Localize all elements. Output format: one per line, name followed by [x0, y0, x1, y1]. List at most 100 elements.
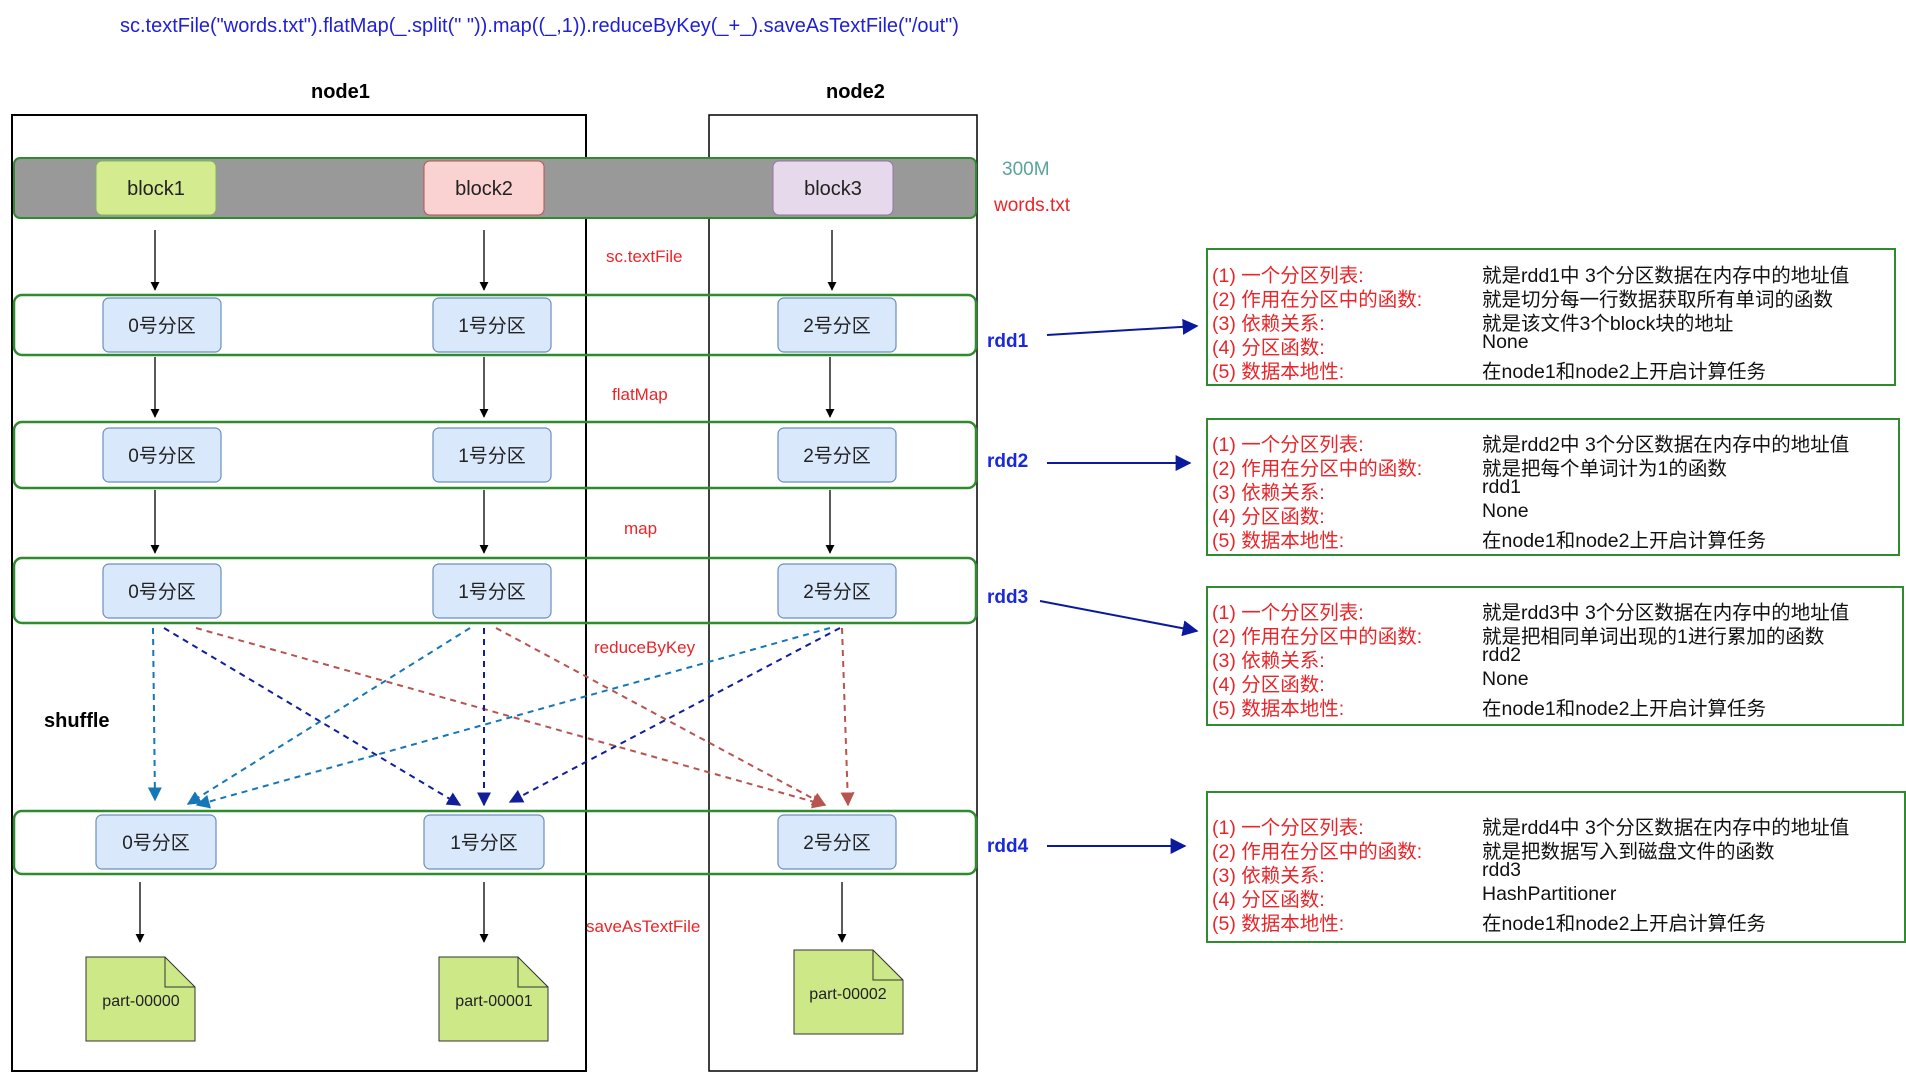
- output-file-2-label: part-00002: [809, 986, 886, 1003]
- info-value: None: [1482, 668, 1529, 690]
- rdd1-partition-2: [777, 297, 897, 353]
- info-key: (3) 依赖关系:: [1212, 650, 1325, 672]
- info-value: 就是把相同单词出现的1进行累加的函数: [1482, 626, 1825, 648]
- block2-label: block2: [455, 178, 513, 200]
- block3-label: block3: [804, 178, 862, 200]
- output-file-0: [85, 956, 196, 1042]
- rdd2-band: [12, 420, 978, 490]
- node1-title: node1: [311, 81, 370, 103]
- info-key: (1) 一个分区列表:: [1212, 434, 1364, 456]
- info-value: 在node1和node2上开启计算任务: [1482, 530, 1766, 552]
- info-key: (5) 数据本地性:: [1212, 530, 1345, 552]
- op-reducebykey: reduceByKey: [594, 638, 696, 657]
- rdd3-info-box: (1) 一个分区列表: 就是rdd3中 3个分区数据在内存中的地址值 (2) 作用…: [1206, 586, 1904, 726]
- info-key: (4) 分区函数:: [1212, 337, 1325, 359]
- shuffle-arrow: [186, 627, 471, 805]
- info-value: 就是把每个单词计为1的函数: [1482, 458, 1727, 480]
- info-value: None: [1482, 331, 1529, 353]
- info-value: 就是把数据写入到磁盘文件的函数: [1482, 841, 1775, 863]
- code-line: sc.textFile("words.txt").flatMap(_.split…: [120, 15, 959, 37]
- rdd4-partition-0: [95, 814, 217, 870]
- info-value: rdd1: [1482, 476, 1522, 498]
- info-key: (5) 数据本地性:: [1212, 361, 1345, 383]
- info-value: 就是rdd1中 3个分区数据在内存中的地址值: [1482, 265, 1850, 287]
- rdd3-partition-2-label: 2号分区: [803, 581, 871, 603]
- rdd2-partition-1-label: 1号分区: [458, 445, 526, 467]
- shuffle-arrow: [147, 627, 162, 802]
- info-value: 就是rdd2中 3个分区数据在内存中的地址值: [1482, 434, 1850, 456]
- rdd4-partition-2-label: 2号分区: [803, 832, 871, 854]
- rdd2-partition-0: [102, 427, 222, 483]
- rdd3-band: [12, 556, 978, 625]
- rdd2-label: rdd2: [987, 451, 1029, 472]
- rdd3-partition-1-label: 1号分区: [458, 581, 526, 603]
- info-value: rdd2: [1482, 644, 1522, 666]
- info-key: (3) 依赖关系:: [1212, 865, 1325, 887]
- info-key: (3) 依赖关系:: [1212, 482, 1325, 504]
- info-value: None: [1482, 500, 1529, 522]
- info-key: (4) 分区函数:: [1212, 506, 1325, 528]
- rdd1-partition-2-label: 2号分区: [803, 315, 871, 337]
- rdd2-info-box: (1) 一个分区列表: 就是rdd2中 3个分区数据在内存中的地址值 (2) 作用…: [1206, 418, 1900, 556]
- info-key: (5) 数据本地性:: [1212, 698, 1345, 720]
- rdd4-band: [12, 809, 978, 876]
- shuffle-arrow: [840, 627, 855, 807]
- info-key: (3) 依赖关系:: [1212, 313, 1325, 335]
- op-map: map: [624, 519, 658, 538]
- rdd1-partition-1-label: 1号分区: [458, 315, 526, 337]
- rdd2-partition-2-label: 2号分区: [803, 445, 871, 467]
- rdd3-partition-0-label: 0号分区: [128, 581, 196, 603]
- output-file-1: [438, 956, 549, 1042]
- file-name-label: words.txt: [994, 195, 1071, 216]
- info-key: (2) 作用在分区中的函数:: [1212, 626, 1423, 648]
- rdd1-partition-0: [102, 297, 222, 353]
- shuffle-arrow: [495, 627, 827, 806]
- rdd1-partition-0-label: 0号分区: [128, 315, 196, 337]
- rdd4-partition-1: [423, 814, 545, 870]
- rdd4-info-box: (1) 一个分区列表:就是rdd4中 3个分区数据在内存中的地址值 (2) 作用…: [1206, 791, 1906, 943]
- block1-label: block1: [127, 178, 185, 200]
- op-saveastextfile: saveAsTextFile: [586, 917, 701, 936]
- info-value: 就是该文件3个block块的地址: [1482, 313, 1734, 335]
- info-value: 在node1和node2上开启计算任务: [1482, 698, 1766, 720]
- rdd3-partition-2: [777, 563, 897, 619]
- rdd1-info-arrow: [1046, 318, 1199, 336]
- info-key: (2) 作用在分区中的函数:: [1212, 289, 1423, 311]
- rdd1-partition-1: [432, 297, 552, 353]
- op-textfile: sc.textFile: [606, 247, 683, 266]
- info-key: (1) 一个分区列表:: [1212, 265, 1364, 287]
- info-value: 就是rdd3中 3个分区数据在内存中的地址值: [1482, 602, 1850, 624]
- rdd1-band: [12, 293, 978, 357]
- info-value: rdd3: [1482, 859, 1522, 881]
- rdd1-info-box: (1) 一个分区列表: 就是rdd1中 3个分区数据在内存中的地址值 (2) 作用…: [1206, 248, 1896, 386]
- node1-container: [11, 114, 587, 1072]
- rdd3-partition-1: [432, 563, 552, 619]
- info-value: 在node1和node2上开启计算任务: [1482, 361, 1766, 383]
- rdd3-label: rdd3: [987, 587, 1029, 608]
- block3-box: [772, 160, 894, 216]
- output-file-0-label: part-00000: [102, 993, 179, 1010]
- info-key: (2) 作用在分区中的函数:: [1212, 458, 1423, 480]
- block2-box: [423, 160, 545, 216]
- rdd4-label: rdd4: [987, 836, 1029, 857]
- info-key: (1) 一个分区列表:: [1212, 817, 1364, 839]
- rdd4-partition-0-label: 0号分区: [122, 832, 190, 854]
- rdd1-label: rdd1: [987, 331, 1029, 352]
- rdd4-partition-1-label: 1号分区: [450, 832, 518, 854]
- info-key: (1) 一个分区列表:: [1212, 602, 1364, 624]
- rdd3-info-arrow: [1039, 600, 1199, 637]
- info-value: HashPartitioner: [1482, 883, 1617, 905]
- shuffle-arrow: [163, 627, 462, 806]
- info-value: 在node1和node2上开启计算任务: [1482, 913, 1766, 935]
- block1-box: [95, 160, 217, 216]
- info-value: 就是切分每一行数据获取所有单词的函数: [1482, 289, 1834, 311]
- output-file-2: [793, 949, 904, 1035]
- shuffle-label: shuffle: [44, 710, 110, 732]
- op-flatmap: flatMap: [612, 385, 668, 404]
- shuffle-arrow: [195, 627, 827, 809]
- node2-title: node2: [826, 81, 885, 103]
- file-size-label: 300M: [1002, 159, 1050, 180]
- rdd2-partition-2: [777, 427, 897, 483]
- rdd2-partition-1: [432, 427, 552, 483]
